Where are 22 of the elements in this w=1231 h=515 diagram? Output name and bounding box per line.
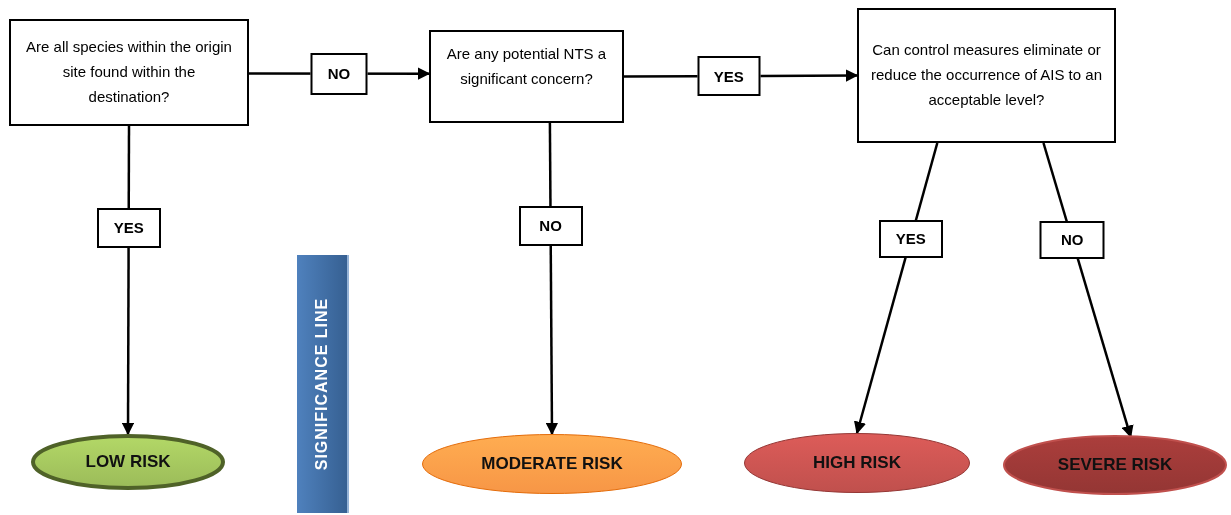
band-label: SIGNIFICANCE LINE bbox=[313, 297, 331, 471]
question-box bbox=[857, 8, 1116, 143]
risk-label: MODERATE RISK bbox=[481, 454, 623, 474]
arrow bbox=[545, 123, 559, 436]
edge-label: NO bbox=[518, 205, 583, 246]
edge-label: YES bbox=[697, 56, 761, 97]
risk-label: LOW RISK bbox=[85, 452, 171, 472]
question-box bbox=[429, 30, 624, 123]
edge-label: YES bbox=[96, 207, 161, 248]
question-text: Can control measures eliminate or reduce the occurrence of AIS to an acceptable level? bbox=[870, 40, 1103, 110]
question-text: Are any potential NTS a significant concern? bbox=[445, 44, 608, 89]
risk-label: HIGH RISK bbox=[813, 453, 901, 473]
significance-band bbox=[297, 255, 347, 513]
edge-label: NO bbox=[1039, 220, 1105, 259]
question-box bbox=[9, 19, 249, 126]
arrow bbox=[854, 142, 939, 435]
arrow bbox=[1042, 142, 1134, 438]
edge-label: NO bbox=[310, 52, 368, 95]
risk-label: SEVERE RISK bbox=[1057, 455, 1173, 475]
question-text: Are all species within the origin site found within the destination? bbox=[25, 37, 233, 107]
arrow bbox=[121, 126, 135, 436]
edge-label: YES bbox=[878, 219, 943, 258]
